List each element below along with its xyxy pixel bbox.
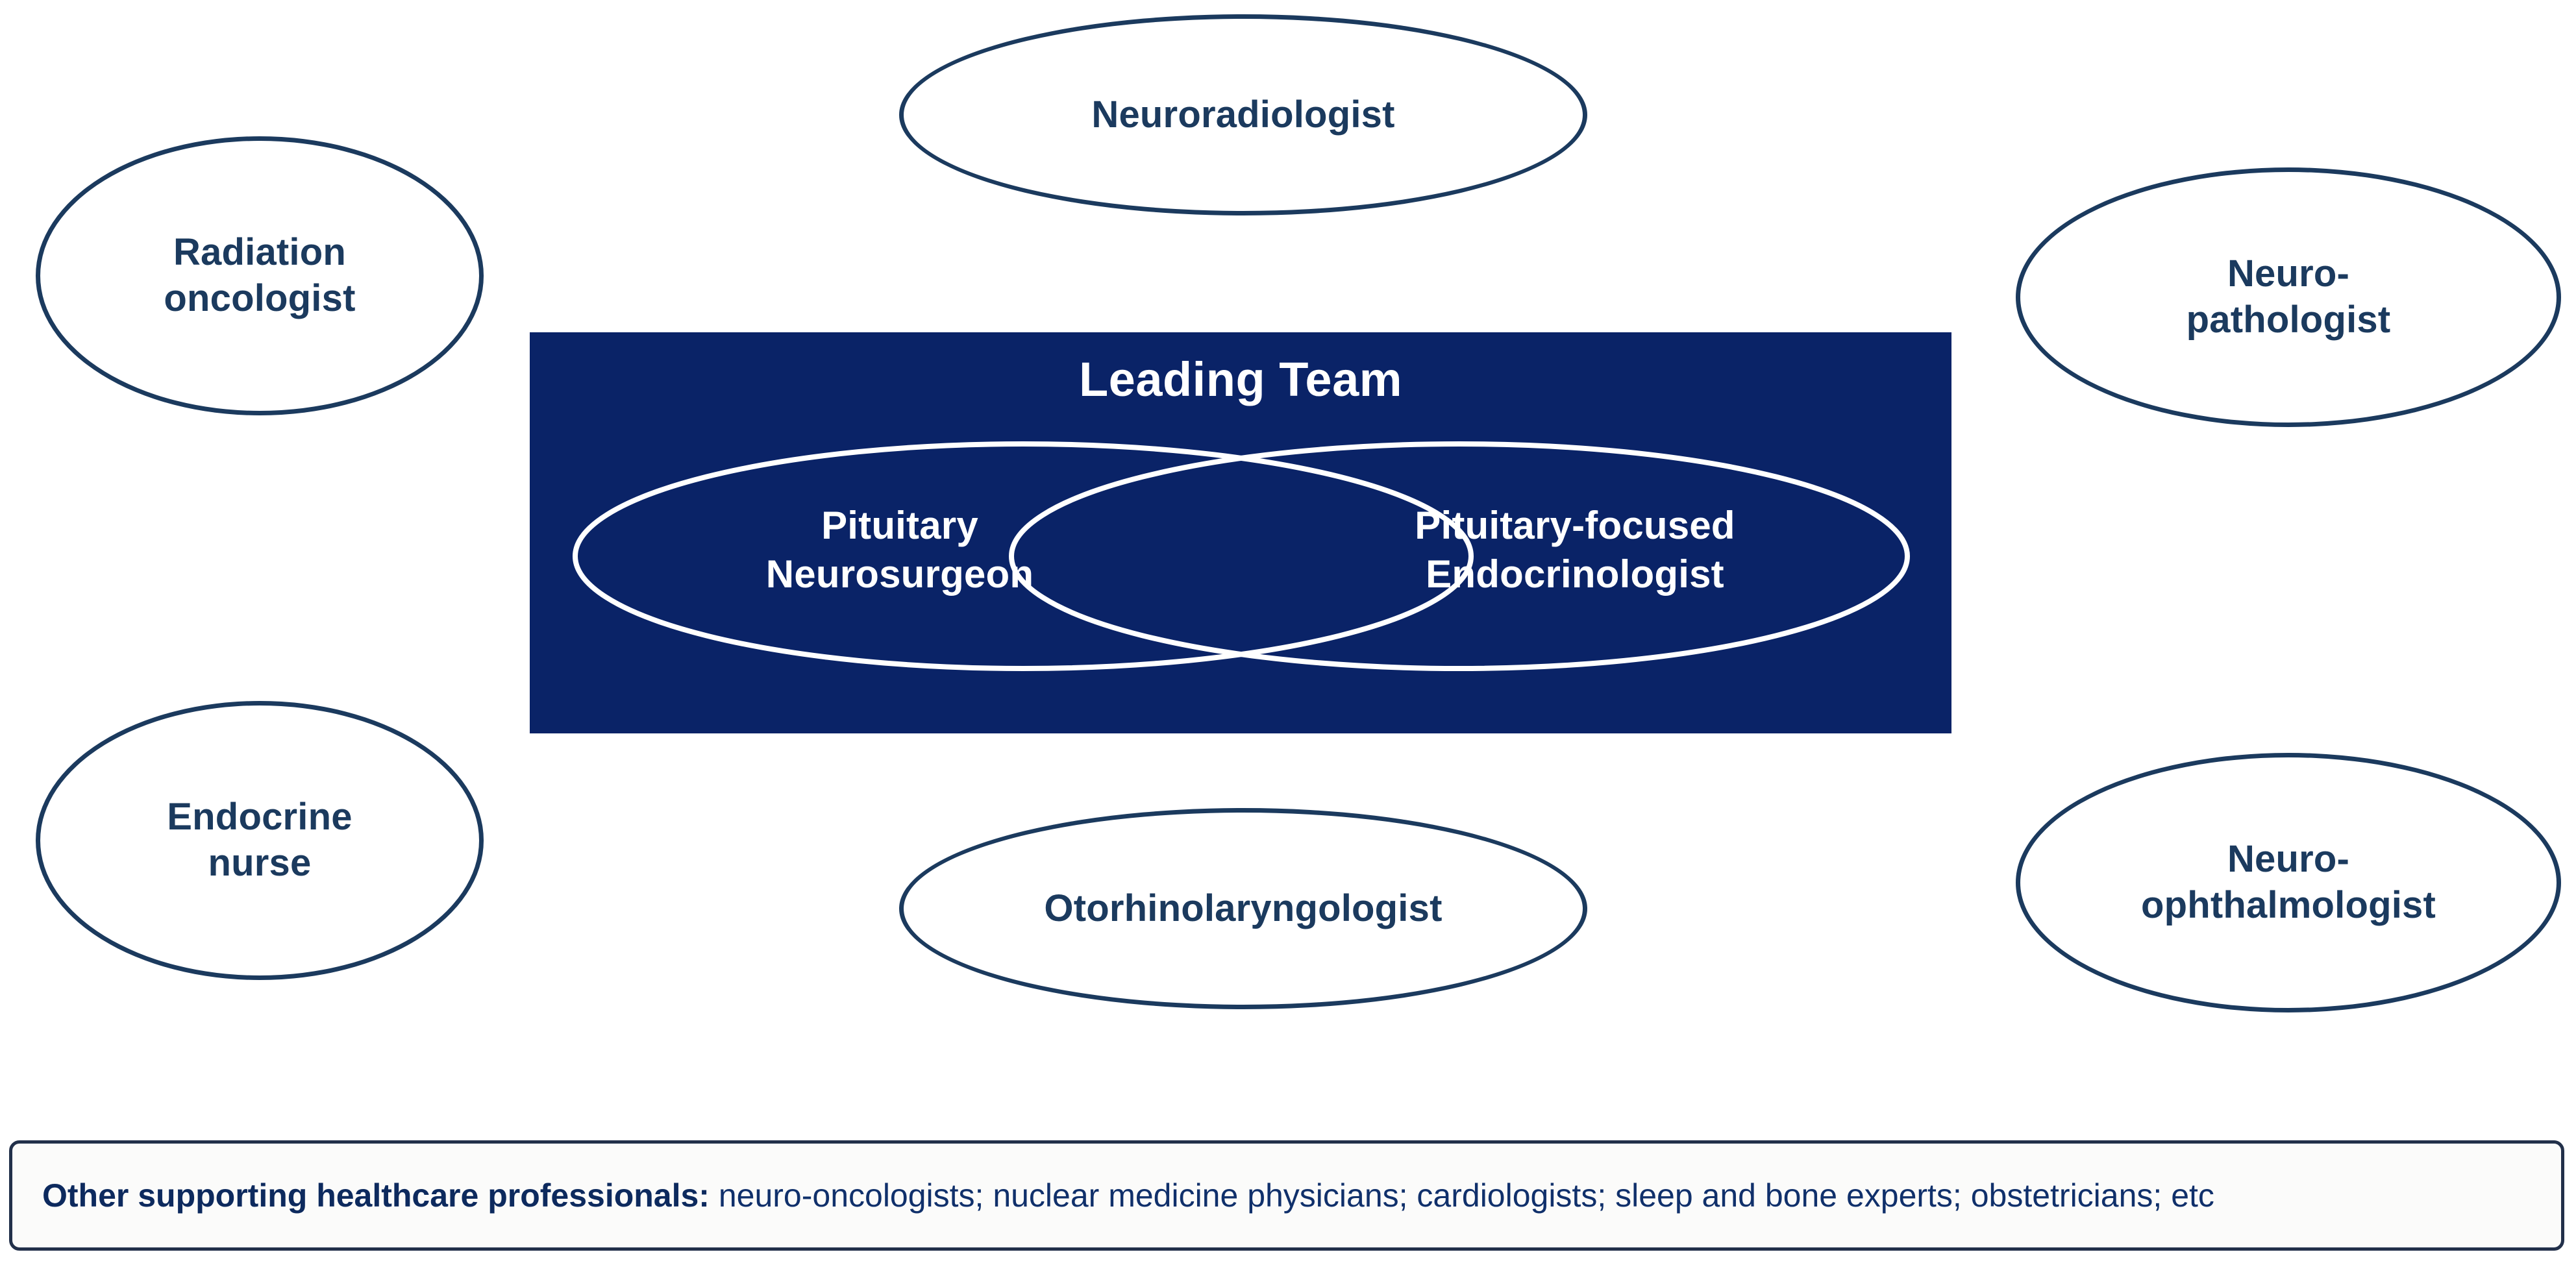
ellipse-label-neuroradiologist: Neuroradiologist [1091,93,1395,136]
leading-team-panel: Leading Team Pituitary Neurosurgeon Pitu… [530,332,1951,733]
venn-label-pituitary-focused-endocrinologist: Pituitary-focused Endocrinologist [1415,504,1735,596]
ellipse-neuroradiologist: Neuroradiologist [899,14,1587,215]
supporting-professionals-banner: Other supporting healthcare professional… [9,1140,2564,1251]
venn-label-pituitary-neurosurgeon: Pituitary Neurosurgeon [765,504,1034,596]
ellipse-radiation-oncologist: Radiation oncologist [36,136,484,415]
ellipse-label-endocrine-nurse: Endocrine nurse [167,796,353,884]
supporting-professionals-text: Other supporting healthcare professional… [42,1177,2214,1214]
ellipse-label-otorhinolaryngologist: Otorhinolaryngologist [1044,887,1443,929]
ellipse-endocrine-nurse: Endocrine nurse [36,701,484,980]
venn-ellipse-left [573,441,1474,671]
ellipse-neuropathologist: Neuro- pathologist [2016,167,2561,427]
leading-team-title: Leading Team [1078,352,1403,406]
supporting-professionals-list: neuro-oncologists; nuclear medicine phys… [709,1177,2214,1214]
ellipse-label-radiation-oncologist: Radiation oncologist [164,231,356,319]
venn-diagram [573,441,1910,671]
ellipse-neuro-ophthalmologist: Neuro- ophthalmologist [2016,753,2561,1012]
ellipse-label-neuropathologist: Neuro- pathologist [2186,252,2391,341]
venn-ellipse-right [1009,441,1910,671]
ellipse-otorhinolaryngologist: Otorhinolaryngologist [899,808,1587,1009]
supporting-professionals-lead: Other supporting healthcare professional… [42,1177,710,1214]
ellipse-label-neuro-ophthalmologist: Neuro- ophthalmologist [2140,838,2436,926]
